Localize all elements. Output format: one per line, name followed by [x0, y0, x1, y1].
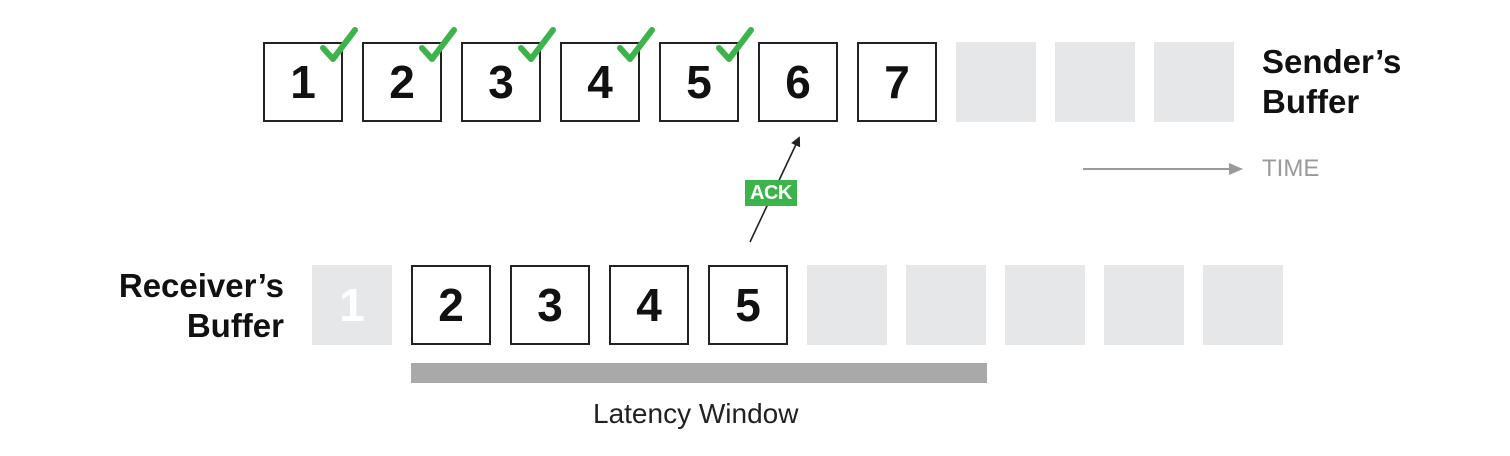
receiver-packet-number: 3: [537, 279, 563, 331]
sender-packet: 6: [758, 42, 838, 122]
sender-packet: [1154, 42, 1234, 122]
checkmark-icon: [716, 27, 754, 62]
ack-badge: ACK: [745, 180, 797, 206]
sender-packet-number: 6: [785, 56, 811, 108]
sender-packet-number: 5: [686, 56, 712, 108]
receiver-packet-number: 5: [735, 279, 761, 331]
sender-packet-number: 3: [488, 56, 514, 108]
receiver-packet: 3: [510, 265, 590, 345]
sender-packet: 2: [362, 42, 442, 122]
receiver-packet-number: 2: [438, 279, 464, 331]
receiver-packet: [807, 265, 887, 345]
receiver-packet: [1203, 265, 1283, 345]
sender-packet-number: 2: [389, 56, 415, 108]
receiver-packet: [1005, 265, 1085, 345]
sender-buffer-label: Sender’s Buffer: [1262, 43, 1402, 120]
checkmark-icon: [419, 27, 457, 62]
checkmark-icon: [320, 27, 358, 62]
checkmark-icon: [518, 27, 556, 62]
receiver-packet: [1104, 265, 1184, 345]
sender-packet-number: 4: [587, 56, 613, 108]
receiver-buffer-label: Receiver’s Buffer: [118, 267, 284, 344]
latency-window-label: Latency Window: [593, 398, 799, 429]
receiver-packet: 1: [312, 265, 392, 345]
sender-packet: 7: [857, 42, 937, 122]
receiver-packet: [906, 265, 986, 345]
receiver-packet: 5: [708, 265, 788, 345]
receiver-packet-number: 1: [339, 279, 365, 331]
receiver-packet: 4: [609, 265, 689, 345]
latency-window-bar: [411, 363, 987, 383]
sender-packet: [1055, 42, 1135, 122]
checkmark-icon: [617, 27, 655, 62]
sender-packet-number: 1: [290, 56, 316, 108]
sender-packet-number: 7: [884, 56, 910, 108]
receiver-packet: 2: [411, 265, 491, 345]
time-label: TIME: [1262, 155, 1320, 182]
sender-packet: [956, 42, 1036, 122]
receiver-packet-number: 4: [636, 279, 662, 331]
